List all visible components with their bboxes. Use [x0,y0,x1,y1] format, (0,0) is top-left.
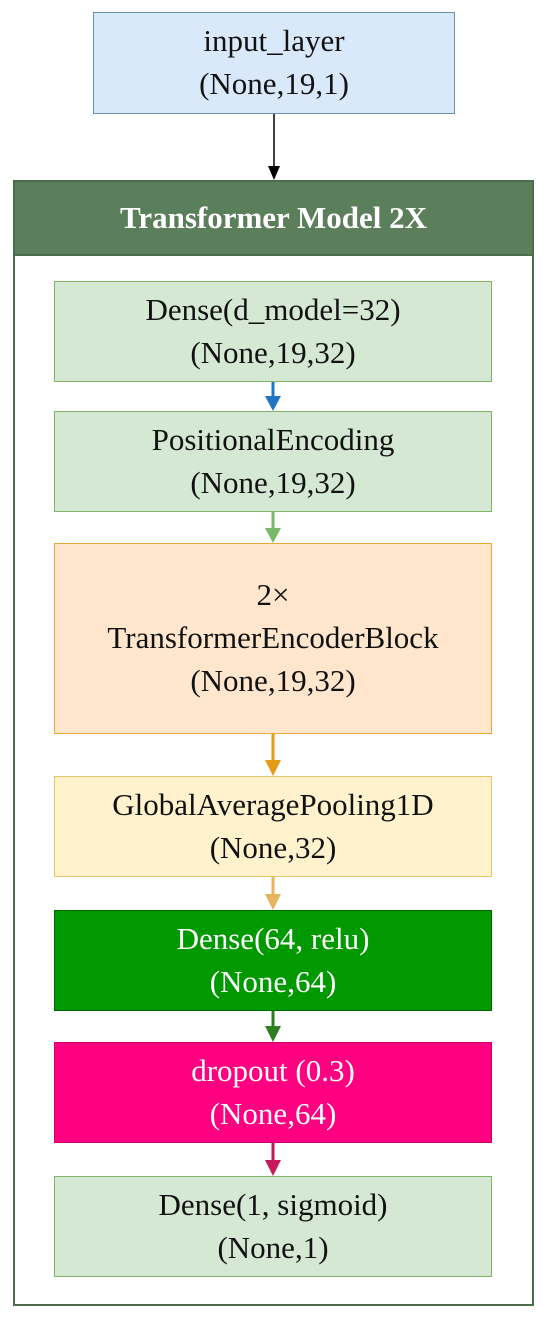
transformer-model-header: Transformer Model 2X [13,180,534,256]
arrow-positional-to-encoder [265,512,281,543]
arrow-pooling-to-dense-relu [265,877,281,910]
dropout-node: dropout (0.3) (None,64) [54,1042,492,1143]
dense-dmodel-label: Dense(d_model=32) [145,291,401,327]
arrow-input-to-model [268,114,280,180]
global-average-pooling-label: GlobalAveragePooling1D [112,786,434,822]
positional-encoding-label: PositionalEncoding [151,421,395,457]
dense-dmodel-node: Dense(d_model=32) (None,19,32) [54,281,492,382]
arrow-dense-relu-to-dropout [265,1011,281,1042]
positional-encoding-shape: (None,19,32) [190,464,356,500]
input-layer-node: input_layer (None,19,1) [93,12,455,114]
encoder-block-shape: (None,19,32) [190,662,356,698]
dense-relu-label: Dense(64, relu) [176,920,370,956]
dense-sigmoid-shape: (None,1) [217,1229,329,1265]
arrow-dropout-to-dense-sigmoid [265,1143,281,1176]
arrow-dense-to-positional [265,382,281,411]
dropout-shape: (None,64) [209,1095,337,1131]
dense-dmodel-shape: (None,19,32) [190,334,356,370]
dense-sigmoid-label: Dense(1, sigmoid) [158,1186,388,1222]
encoder-block-label: TransformerEncoderBlock [107,620,439,656]
arrow-encoder-to-pooling [265,734,281,776]
dense-sigmoid-node: Dense(1, sigmoid) (None,1) [54,1176,492,1277]
input-layer-shape: (None,19,1) [199,66,349,101]
encoder-block-multiplier: 2× [256,577,290,613]
transformer-model-title: Transformer Model 2X [119,200,428,235]
transformer-encoder-block-node: 2× TransformerEncoderBlock (None,19,32) [54,543,492,734]
dense-relu-shape: (None,64) [209,963,337,999]
global-average-pooling-shape: (None,32) [209,829,337,865]
dropout-label: dropout (0.3) [191,1052,355,1088]
dense-relu-node: Dense(64, relu) (None,64) [54,910,492,1011]
global-average-pooling-node: GlobalAveragePooling1D (None,32) [54,776,492,877]
input-layer-title: input_layer [203,23,345,59]
positional-encoding-node: PositionalEncoding (None,19,32) [54,411,492,512]
